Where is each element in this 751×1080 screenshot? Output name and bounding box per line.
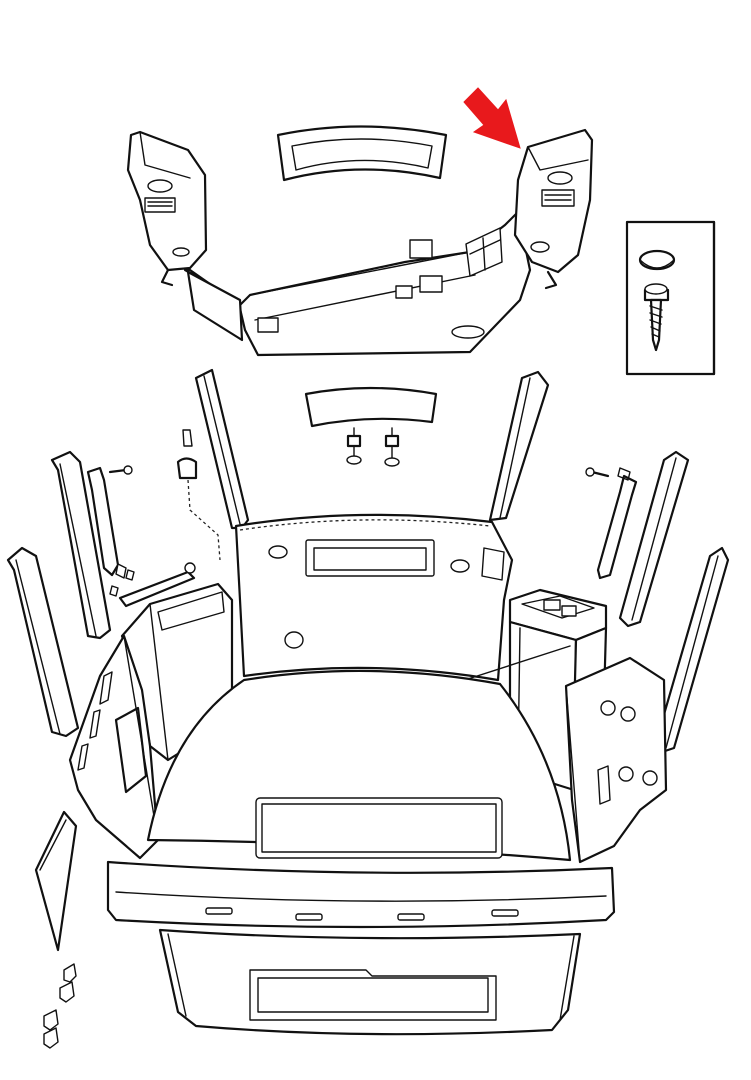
- right-upper-rear-quarter-trim-panel: [513, 128, 594, 290]
- right-front-outer-strip: [654, 546, 730, 754]
- cap-icon: [638, 249, 676, 271]
- screw-icon: [643, 283, 670, 352]
- callout-arrow: [463, 87, 521, 149]
- right-side-trim-panel: [564, 656, 668, 864]
- left-upper-quarter-panel: [126, 130, 208, 287]
- right-rear-pillar-trim: [488, 370, 550, 522]
- fastener-inset: [625, 220, 716, 376]
- left-front-outer-strip: [6, 546, 80, 738]
- luggage-floor: [146, 669, 572, 862]
- rear-end-panel: [158, 928, 582, 1036]
- left-rear-pillar-trim: [194, 368, 250, 530]
- rear-window-trim-frame: [276, 125, 448, 182]
- small-brackets: [43, 963, 77, 1049]
- left-rear-outer-strip: [50, 450, 112, 640]
- left-side-trim-panel: [68, 634, 160, 860]
- left-clips: [176, 429, 221, 561]
- rear-shelf-center-panel: [183, 210, 532, 357]
- left-hook-rod: [86, 465, 196, 608]
- rear-bulkhead-panel: [234, 513, 514, 682]
- right-hook-rod: [585, 467, 638, 580]
- interior-lamp-assembly: [304, 386, 438, 467]
- rear-valance-trim: [106, 860, 616, 929]
- loose-panel: [34, 810, 78, 952]
- right-rear-outer-strip: [618, 450, 690, 628]
